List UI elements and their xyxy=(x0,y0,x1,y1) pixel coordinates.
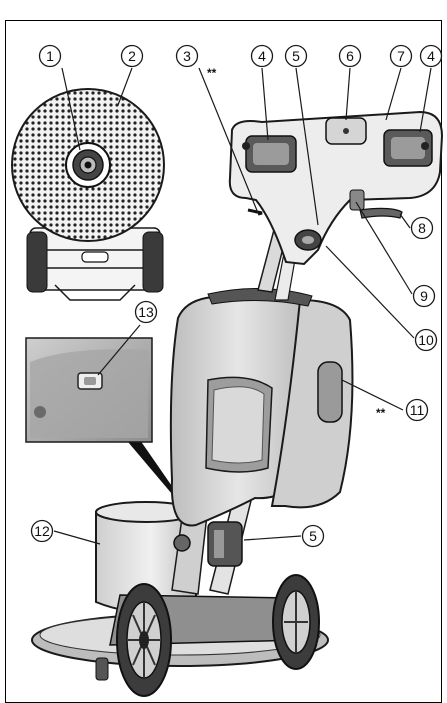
callout-2: 2 xyxy=(120,44,144,68)
callout-circle xyxy=(250,44,274,68)
callout-circle xyxy=(412,284,436,308)
marker-star-3: ** xyxy=(207,66,217,80)
cable xyxy=(247,208,263,216)
callout-8: 8 xyxy=(410,216,434,240)
marker-star-11: ** xyxy=(376,406,386,420)
machine-drawing xyxy=(31,110,444,697)
leader-lines xyxy=(53,67,432,545)
callout-label: 5 xyxy=(292,48,300,64)
callout-circle xyxy=(419,44,443,68)
callout-7: 7 xyxy=(389,44,413,68)
callout-11: 11 xyxy=(405,398,429,422)
callout-circle xyxy=(410,216,434,240)
callout-label: 2 xyxy=(128,48,136,64)
callout-label: 5 xyxy=(309,528,317,544)
handle-lever xyxy=(359,207,403,219)
callout-4: 4 xyxy=(419,44,443,68)
lower-handle-lever xyxy=(207,521,243,567)
callout-circle xyxy=(284,44,308,68)
callout-6: 6 xyxy=(338,44,362,68)
callout-label: 1 xyxy=(46,48,54,64)
callout-3: 3 xyxy=(175,44,199,68)
callout-circle xyxy=(30,519,54,543)
callout-label: 4 xyxy=(427,48,435,64)
switch-detail-inset xyxy=(25,337,185,507)
brush-bottom-view xyxy=(11,88,165,301)
callout-1: 1 xyxy=(38,44,62,68)
callout-label: 11 xyxy=(410,402,425,418)
callout-circle xyxy=(175,44,199,68)
callout-12: 12 xyxy=(30,519,54,543)
callout-circle xyxy=(120,44,144,68)
callout-circle xyxy=(38,44,62,68)
callout-label: 8 xyxy=(418,220,426,236)
side-tank xyxy=(270,298,354,509)
callout-label: 10 xyxy=(418,332,434,348)
callout-circle xyxy=(414,328,438,352)
callout-5: 5 xyxy=(301,524,325,548)
callout-circle xyxy=(338,44,362,68)
callout-label: 4 xyxy=(258,48,266,64)
callout-circle xyxy=(134,300,158,324)
callout-label: 13 xyxy=(138,304,154,320)
callout-circle xyxy=(389,44,413,68)
callout-circle xyxy=(301,524,325,548)
callout-13: 13 xyxy=(134,300,158,324)
callout-label: 3 xyxy=(183,48,191,64)
callout-5: 5 xyxy=(284,44,308,68)
callout-4: 4 xyxy=(250,44,274,68)
callout-label: 6 xyxy=(346,48,354,64)
callout-label: 12 xyxy=(34,523,50,539)
callout-9: 9 xyxy=(412,284,436,308)
callout-label: 7 xyxy=(397,48,405,64)
callout-10: 10 xyxy=(414,328,438,352)
callout-circle xyxy=(405,398,429,422)
callout-label: 9 xyxy=(420,288,428,304)
